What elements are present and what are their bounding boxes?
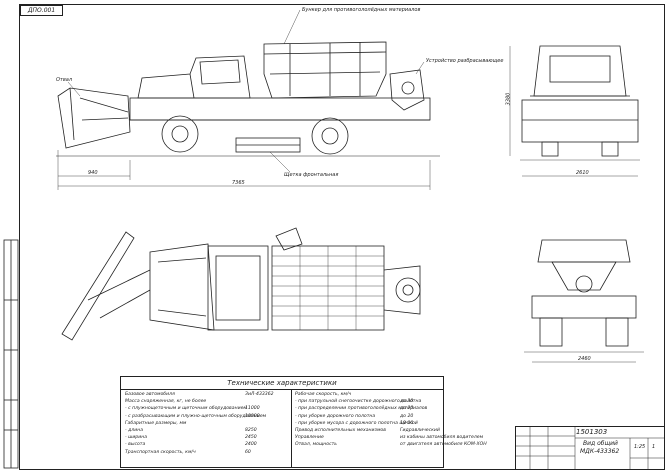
tech-spec-label: Габаритные размеры, мм (125, 420, 187, 426)
tech-spec-label: Базовое автомобиля (125, 392, 175, 397)
tech-spec-label: Привод исполнительных механизмов (295, 427, 386, 433)
tech-spec-label: Управление (295, 435, 324, 441)
tech-spec-value: 60 (245, 449, 251, 455)
tech-spec-row: - при уборке дорожного полотна до 20 (295, 413, 441, 420)
margin-stamps (3, 239, 19, 469)
tech-spec-value: ЗиЛ-433362 (245, 392, 274, 397)
title-block (515, 426, 665, 470)
title-block-code: 1501303 (576, 428, 608, 436)
tech-spec-value: Гидравлический (400, 427, 440, 433)
title-block-name: Вид общий (583, 440, 618, 447)
tech-spec-value: 11000 (245, 406, 260, 412)
tech-spec-row: - ширина 2450 (125, 434, 287, 441)
title-block-scale: 1:25 (634, 444, 646, 450)
front-view (509, 45, 640, 177)
tech-spec-value: 2450 (245, 435, 257, 441)
tech-spec-label: - при уборке дорожного полотна (295, 413, 376, 419)
tech-spec-label: - ширина (125, 435, 148, 441)
tech-spec-row: Транспортная скорость, км/ч 60 (125, 449, 287, 456)
tech-spec-label: - при распределении противогололёдных ма… (295, 406, 428, 412)
tech-spec-label: - при уборке мусора с дорожного полотна … (295, 420, 418, 426)
label-hopper: Бункер для противогололёдных материалов (302, 7, 421, 13)
rear-view (524, 239, 644, 363)
tech-spec-row: Габаритные размеры, мм (125, 420, 287, 427)
tech-spec-value: от двигателя автомобиля КОМ-ХОН (400, 442, 487, 448)
tech-spec-value: из кабины автомобиля водителем (400, 435, 484, 441)
tech-spec-row: Рабочая скорость, км/ч (295, 391, 441, 398)
tech-spec-row: Масса снаряженная, кг, не более (125, 398, 287, 405)
tech-spec-row: Базовое автомобиля ЗиЛ-433362 (125, 391, 287, 398)
side-view (56, 9, 440, 190)
tech-spec-row: - при распределении противогололёдных ма… (295, 405, 441, 412)
tech-spec-divider (291, 389, 292, 468)
dim-total-length: 7365 (232, 180, 245, 186)
tech-spec-label: Масса снаряженная, кг, не более (125, 399, 207, 405)
dim-rear-width: 2460 (578, 356, 591, 362)
top-view (61, 227, 421, 341)
tech-spec-label: Рабочая скорость, км/ч (295, 392, 352, 397)
title-block-grid (515, 426, 665, 470)
tech-spec-label: - с плужнощеточным и щеточным оборудован… (125, 406, 247, 412)
tech-spec-value: 10900 (245, 413, 260, 419)
tech-spec-row: Привод исполнительных механизмов Гидравли… (295, 427, 441, 434)
tech-spec-label: - с разбрасывающим и плужно-щеточным обо… (125, 413, 267, 419)
tech-spec-value: до 20 (400, 413, 414, 419)
tech-spec-row: - с плужнощеточным и щеточным оборудован… (125, 405, 287, 412)
tech-spec-row: Управление из кабины автомобиля водителем (295, 434, 483, 441)
dim-height: 3380 (505, 92, 512, 106)
tech-spec-row: - высота 2400 (125, 441, 287, 448)
tech-spec-label: Транспортная скорость, км/ч (125, 449, 196, 455)
tech-spec-right: Рабочая скорость, км/ч - при патрульной с… (295, 391, 487, 449)
tech-spec-row: - при патрульной снегоочистке дорожного … (295, 398, 441, 405)
tech-spec-value: 8250 (245, 427, 257, 433)
tech-spec-row: - при уборке мусора с дорожного полотна … (295, 420, 441, 427)
tech-spec-table: Технические характеристики Базовое автом… (120, 376, 487, 468)
label-brush: Щетка фронтальная (284, 172, 339, 178)
drawing-frame (19, 4, 665, 470)
tech-spec-value: до 30 (400, 399, 414, 405)
tech-spec-label: - при патрульной снегоочистке дорожного … (295, 399, 422, 405)
tech-spec-row: - длина 8250 (125, 427, 287, 434)
tech-spec-label: - длина (125, 427, 144, 433)
tech-spec-row: - с разбрасывающим и плужно-щеточным обо… (125, 413, 287, 420)
tech-spec-row: Отвал, мощность от двигателя автомобиля К… (295, 441, 487, 448)
corner-stamp: ДПО.001 (20, 5, 63, 16)
tech-spec-value: 2400 (245, 442, 257, 448)
tech-spec-title: Технические характеристики (121, 377, 443, 390)
tech-spec-label: - высота (125, 442, 146, 448)
tech-spec-value: 10-20 (400, 420, 414, 426)
title-block-sheet: 1 (652, 444, 656, 450)
tech-spec-value: до 20 (400, 406, 414, 412)
tech-spec-label: Отвал, мощность (295, 442, 337, 448)
dim-front-width: 2610 (576, 170, 589, 176)
label-blade: Отвал (56, 77, 73, 83)
title-block-model: МДК-433362 (580, 448, 620, 455)
dim-front-overhang: 940 (88, 170, 98, 176)
label-spreader: Устройство разбрасывающее (426, 58, 504, 64)
